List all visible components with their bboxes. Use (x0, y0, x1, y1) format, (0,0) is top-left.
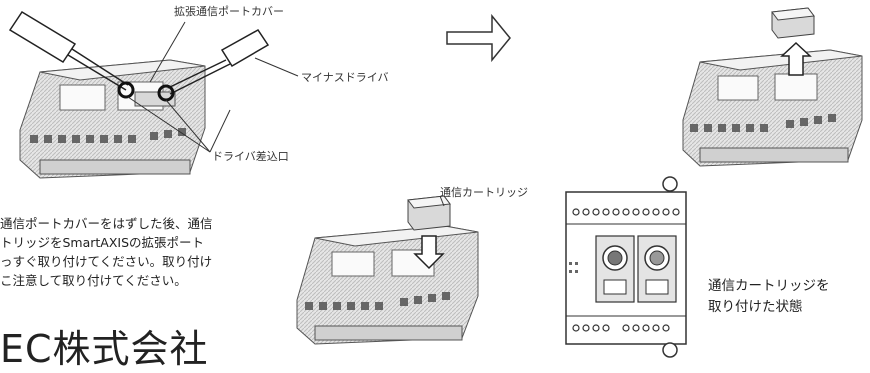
screwdriver-left (8, 10, 135, 99)
plc-front-view (565, 176, 687, 358)
attached-state-caption: 通信カートリッジを 取り付けた状態 (708, 276, 830, 318)
instruction-line-1: 通信ポートカバーをはずした後、通信 (0, 216, 213, 231)
instruction-paragraph: 通信ポートカバーをはずした後、通信 トリッジをSmartAXISの拡張ポート っ… (0, 214, 213, 290)
right-arrow-icon (446, 13, 511, 63)
leader-lines-1 (127, 21, 299, 153)
terminal-row-bottom (572, 324, 670, 332)
footer-company-name: EC株式会社 (0, 327, 209, 371)
comm-cartridge-part (407, 195, 451, 231)
label-expansion-port-cover: 拡張通信ポートカバー (174, 5, 284, 18)
attached-state-line-1: 通信カートリッジを (708, 278, 830, 294)
removed-cover (771, 7, 815, 39)
plc-device-1 (19, 59, 206, 179)
down-arrow-icon (413, 235, 445, 270)
leader-line-cartridge (439, 195, 445, 207)
label-minus-driver: マイナスドライバ (301, 71, 389, 84)
diagram-drawing (8, 7, 863, 358)
plc-device-3 (296, 225, 479, 345)
instruction-line-4: こ注意して取り付けてください。 (0, 273, 187, 288)
attached-state-line-2: 取り付けた状態 (708, 299, 803, 315)
label-driver-insertion-slot: ドライバ差込口 (212, 150, 289, 163)
instruction-line-3: っすぐ取り付けてください。取り付け (0, 254, 213, 269)
instruction-line-2: トリッジをSmartAXISの拡張ポート (0, 235, 205, 250)
plc-device-2 (682, 49, 863, 167)
terminal-row-top (572, 208, 680, 216)
label-comm-cartridge: 通信カートリッジ (440, 186, 528, 199)
up-arrow-icon (780, 41, 812, 76)
